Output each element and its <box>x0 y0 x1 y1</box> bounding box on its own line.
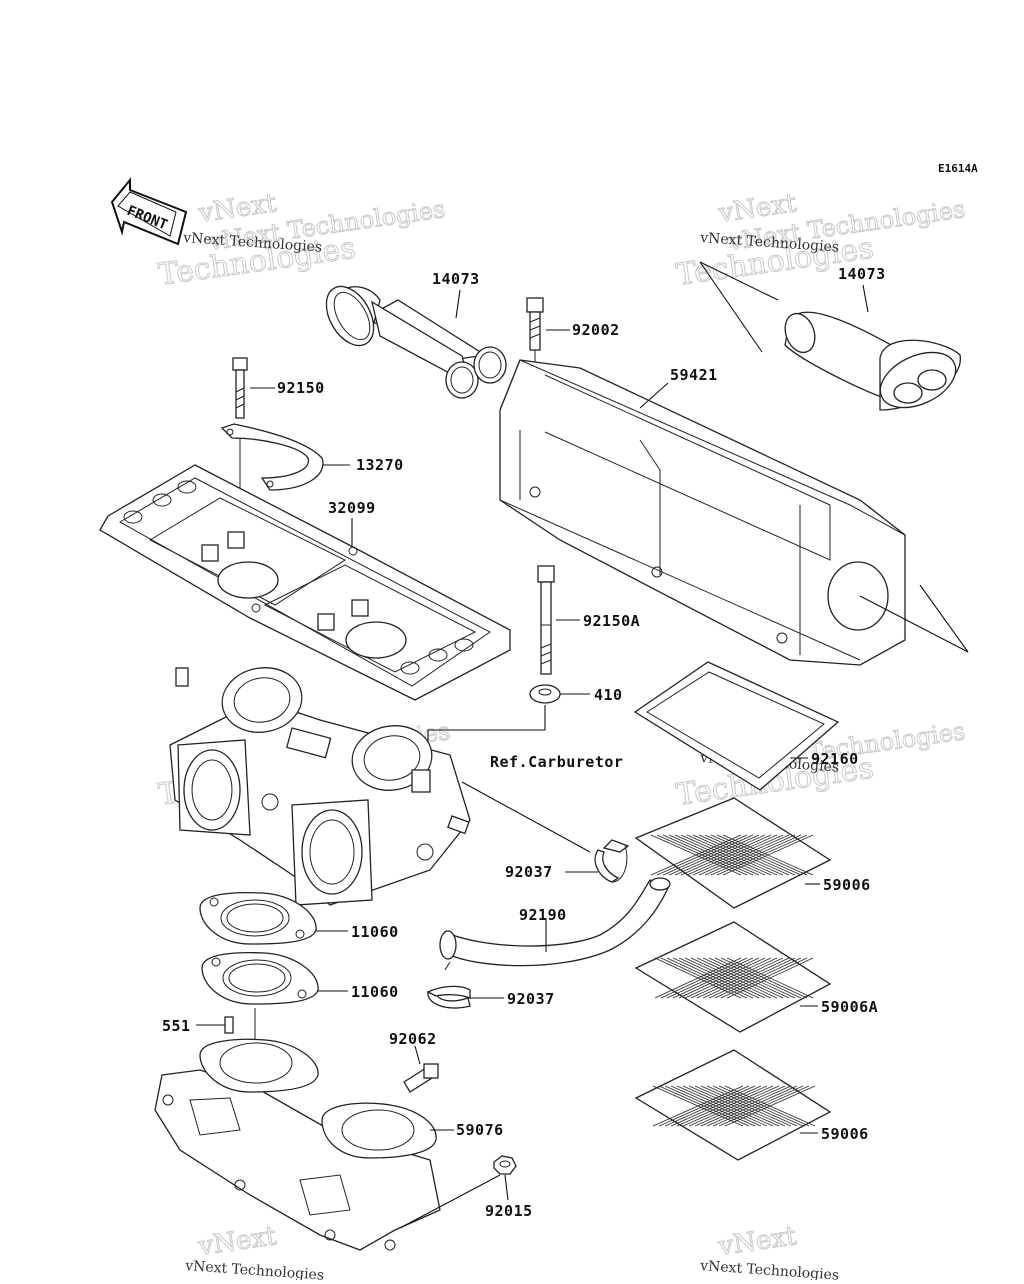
part-label-13270[interactable]: 13270 <box>356 456 404 474</box>
part-label-92160[interactable]: 92160 <box>811 750 859 768</box>
part-label-14073-right[interactable]: 14073 <box>838 265 886 283</box>
gasket-11060-lower <box>201 951 319 1040</box>
bolt-92150 <box>232 357 248 540</box>
part-label-11060-upper[interactable]: 11060 <box>351 923 399 941</box>
part-label-59076[interactable]: 59076 <box>456 1121 504 1139</box>
part-label-92037-lower[interactable]: 92037 <box>507 990 555 1008</box>
part-label-59006-upper[interactable]: 59006 <box>823 876 871 894</box>
part-label-32099[interactable]: 32099 <box>328 499 376 517</box>
diagram-code: E1614A <box>938 162 978 175</box>
watermark-bottom-left: vNext vNext Technologies <box>184 1221 325 1284</box>
part-label-410[interactable]: 410 <box>594 686 623 704</box>
part-label-92002[interactable]: 92002 <box>572 321 620 339</box>
part-label-59006A[interactable]: 59006A <box>821 998 878 1016</box>
screen-59006-upper <box>634 797 832 909</box>
part-label-59006-lower[interactable]: 59006 <box>821 1125 869 1143</box>
air-box-cover <box>499 261 969 666</box>
part-label-11060-lower[interactable]: 11060 <box>351 983 399 1001</box>
gasket-92160 <box>633 661 840 791</box>
svg-text:vNext: vNext <box>196 1221 279 1262</box>
air-duct-right <box>784 311 961 411</box>
leader-lines <box>196 284 869 1201</box>
watermark-top-right: vNext vNext Technologies Technologies vN… <box>674 188 968 294</box>
part-label-92015[interactable]: 92015 <box>485 1202 533 1220</box>
carburetor-assembly <box>169 667 591 906</box>
base-plate <box>99 464 511 701</box>
ref-carburetor-label[interactable]: Ref.Carburetor <box>490 753 623 771</box>
pin-551 <box>224 1016 234 1034</box>
watermark-top-left: vNext vNext Technologies Technologies vN… <box>156 188 448 294</box>
bolt-92150A <box>537 565 555 675</box>
fitting-92062 <box>403 1063 439 1093</box>
front-arrow-icon: FRONT <box>110 177 188 246</box>
svg-text:vNext Technologies: vNext Technologies <box>699 1258 840 1280</box>
svg-text:vNext Technologies: vNext Technologies <box>184 1258 325 1280</box>
screen-59006-lower <box>634 1049 832 1161</box>
nut-92015 <box>493 1155 517 1175</box>
watermark-bottom-right: vNext vNext Technologies <box>699 1221 840 1284</box>
part-label-14073-left[interactable]: 14073 <box>432 270 480 288</box>
intake-manifold <box>154 1038 501 1251</box>
part-label-92150[interactable]: 92150 <box>277 379 325 397</box>
clamp-92037-upper <box>594 839 630 883</box>
part-label-92190[interactable]: 92190 <box>519 906 567 924</box>
bracket-13270 <box>220 423 324 491</box>
part-label-92150A[interactable]: 92150A <box>583 612 640 630</box>
clamp-92037-lower <box>426 985 471 1009</box>
part-labels: 14073 14073 92002 59421 92150 13270 3209… <box>162 265 886 1220</box>
part-label-92037-upper[interactable]: 92037 <box>505 863 553 881</box>
screen-59006A <box>634 921 832 1033</box>
air-duct-left <box>325 285 507 399</box>
part-label-551[interactable]: 551 <box>162 1017 191 1035</box>
hose-92190 <box>439 877 671 971</box>
svg-text:vNext: vNext <box>716 1221 799 1262</box>
part-label-92062[interactable]: 92062 <box>389 1030 437 1048</box>
gasket-11060-upper <box>199 891 317 945</box>
part-label-59421[interactable]: 59421 <box>670 366 718 384</box>
